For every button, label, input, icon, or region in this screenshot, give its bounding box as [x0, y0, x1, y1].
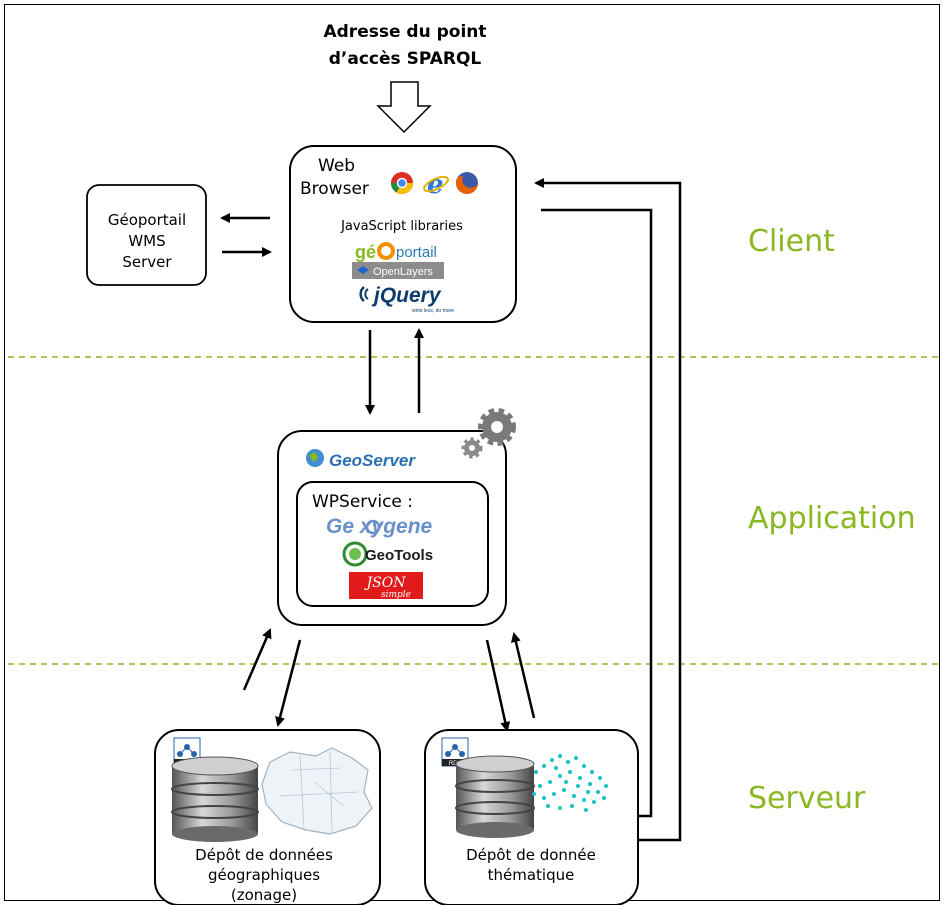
database-icon-thematic — [455, 755, 535, 838]
svg-text:GeoServer: GeoServer — [329, 451, 416, 470]
browser-browser-label: Browser — [300, 179, 369, 199]
geoserver-logo: GeoServer — [306, 449, 416, 470]
geotools-logo: GeoTools — [342, 541, 433, 567]
theme-store-line2: thématique — [488, 866, 575, 884]
arrow-browser-to-themestore — [541, 208, 653, 821]
theme-store-line1: Dépôt de donnée — [466, 846, 596, 864]
thematic-points-map-image — [532, 754, 608, 812]
sparql-endpoint-label-line2: d’accès SPARQL — [329, 49, 482, 69]
geoportail-wms-server-box — [86, 184, 207, 286]
geoxygene-logo: Ge xygene — [326, 515, 433, 538]
geoportail-logo: gé portail — [355, 242, 437, 262]
geoportail-server-line3: Server — [122, 253, 172, 271]
geo-store-line1: Dépôt de données — [195, 846, 333, 864]
sparql-endpoint-label-line1: Adresse du point — [323, 22, 486, 42]
lane-label-application: Application — [748, 501, 916, 536]
jquery-logo: jQuery write less, do more — [359, 284, 454, 314]
svg-text:e: e — [427, 170, 444, 200]
svg-text:gé: gé — [355, 242, 376, 262]
wpservice-title: WPService : — [312, 492, 413, 512]
svg-text:OpenLayers: OpenLayers — [373, 266, 433, 278]
svg-text:GeoTools: GeoTools — [365, 547, 433, 564]
sparql-input-arrow — [376, 81, 432, 134]
svg-text:JSON: JSON — [364, 575, 407, 591]
chrome-icon — [391, 172, 413, 194]
arrow-themestore-to-geoserver — [510, 632, 536, 719]
svg-text:jQuery: jQuery — [371, 284, 442, 307]
svg-text:portail: portail — [396, 244, 437, 261]
arrow-geoserver-to-geostore — [275, 639, 302, 727]
javascript-libraries-label: JavaScript libraries — [340, 219, 463, 234]
geo-store-line2: géographiques — [208, 866, 320, 884]
json-simple-logo: JSON simple — [349, 572, 423, 600]
gear-icon — [461, 408, 516, 459]
svg-text:write less, do more: write less, do more — [412, 308, 454, 314]
wpservice-box — [296, 481, 489, 607]
firefox-icon — [455, 172, 478, 194]
zoning-map-image — [261, 747, 373, 835]
geoportail-server-line2: WMS — [128, 232, 165, 250]
database-icon — [171, 756, 259, 842]
internet-explorer-icon: e — [423, 170, 449, 200]
geoportail-server-line1: Géoportail — [108, 211, 186, 229]
lane-label-client: Client — [748, 224, 835, 259]
svg-text:RDF: RDF — [449, 761, 462, 767]
lane-label-serveur: Serveur — [748, 781, 866, 816]
svg-text:simple: simple — [381, 590, 411, 600]
arrow-themestore-to-browser — [534, 178, 682, 842]
arrow-geoserver-to-themestore — [485, 639, 511, 732]
arrow-geostore-to-geoserver — [242, 628, 272, 691]
openlayers-logo: OpenLayers — [352, 262, 444, 279]
browser-web-label: Web — [318, 156, 355, 176]
geo-store-line3: (zonage) — [231, 886, 297, 904]
